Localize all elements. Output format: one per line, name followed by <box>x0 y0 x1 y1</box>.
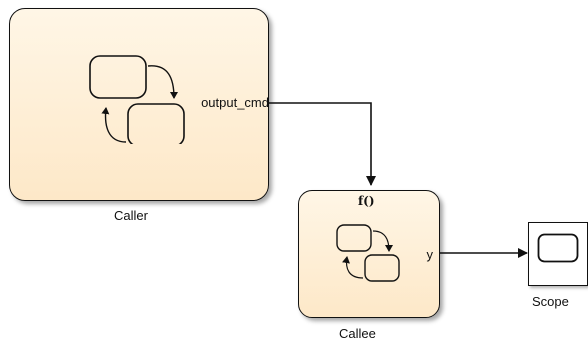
scope-screen-icon <box>537 233 579 263</box>
caller-output-port-label: output_cmd <box>201 95 269 110</box>
function-call-trigger-icon: f() <box>358 194 375 208</box>
stateflow-chart-icon <box>336 224 400 282</box>
signal-line-output-cmd[interactable] <box>264 102 376 186</box>
callee-block-label: Callee <box>339 326 376 341</box>
caller-block[interactable]: output_cmd <box>9 8 269 201</box>
scope-block[interactable] <box>528 222 588 286</box>
callee-output-port-label: y <box>426 247 434 262</box>
scope-block-label: Scope <box>532 294 569 309</box>
caller-block-label: Caller <box>114 208 148 223</box>
stateflow-chart-icon <box>89 55 185 144</box>
callee-block[interactable]: f() y <box>298 190 440 318</box>
